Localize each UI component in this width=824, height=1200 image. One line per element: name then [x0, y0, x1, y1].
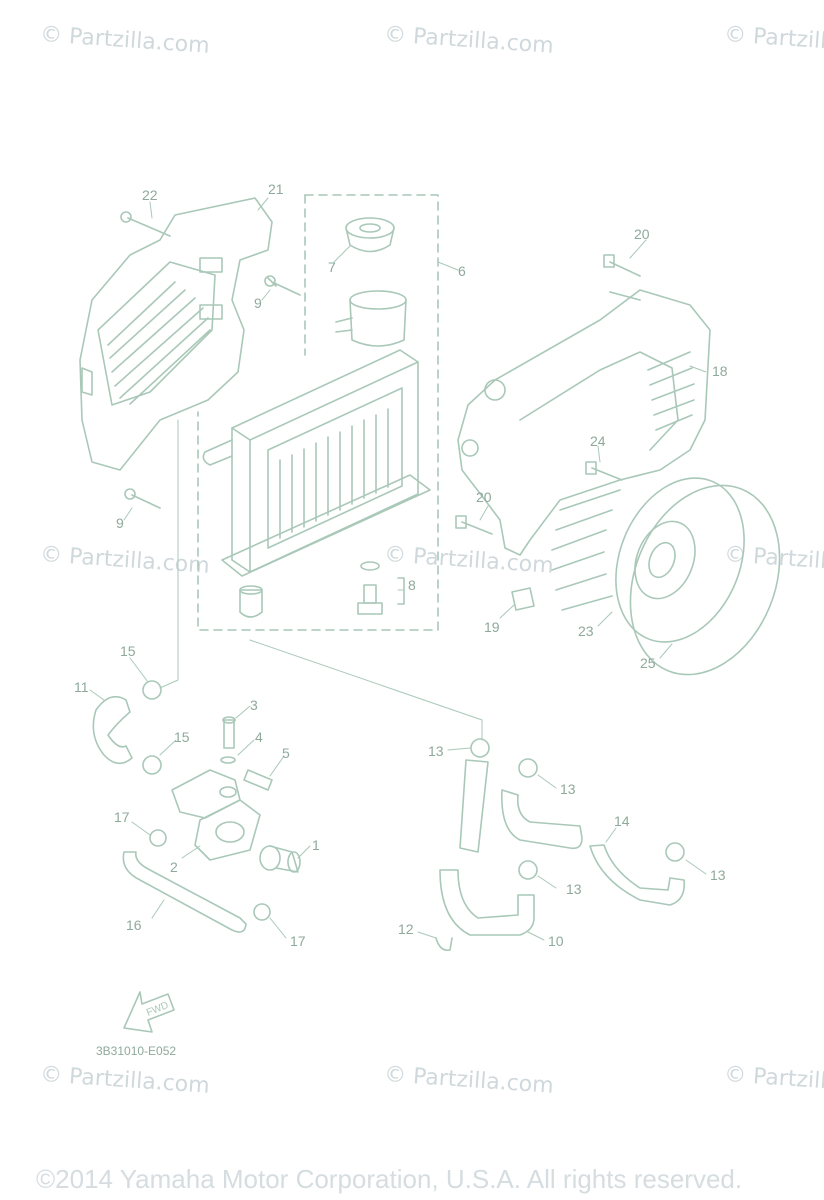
callout-5: 5 [282, 745, 290, 761]
bolt-part [120, 211, 171, 237]
o-ring-part [629, 484, 781, 676]
callout-13b: 13 [560, 781, 576, 797]
radiator-core-part [202, 349, 431, 618]
callout-labels: 1 2 3 4 5 6 7 8 9 9 10 11 12 13 13 13 13… [74, 181, 728, 949]
callout-8: 8 [408, 577, 416, 593]
cooling-fan-part [551, 477, 745, 643]
bolt-part [455, 254, 641, 535]
copyright-notice: ©2014 Yamaha Motor Corporation, U.S.A. A… [36, 1164, 743, 1194]
callout-23: 23 [578, 623, 594, 639]
callout-20b: 20 [476, 489, 492, 505]
callout-2: 2 [170, 859, 178, 875]
callout-24: 24 [590, 433, 606, 449]
callout-17b: 17 [290, 933, 306, 949]
clip-part [435, 937, 453, 952]
hose-part [122, 829, 271, 933]
callout-15b: 15 [174, 729, 190, 745]
callout-15: 15 [120, 643, 136, 659]
callout-19: 19 [484, 619, 500, 635]
callout-25: 25 [640, 655, 656, 671]
radiator-cap-part [345, 217, 395, 253]
clip-part [511, 587, 535, 611]
callout-11: 11 [74, 679, 89, 695]
callout-1: 1 [312, 837, 320, 853]
callout-22: 22 [142, 187, 158, 203]
callout-7: 7 [328, 259, 336, 275]
diagram-code: 3B31010-E052 [96, 1044, 176, 1058]
thermostat-housing-part [171, 769, 261, 861]
fwd-arrow: FWD [123, 991, 175, 1033]
callout-18: 18 [712, 363, 728, 379]
callout-3: 3 [250, 697, 258, 713]
drain-bolt-part [357, 561, 405, 615]
callout-9b: 9 [116, 515, 124, 531]
hose-part [92, 680, 162, 775]
callout-13c: 13 [566, 881, 582, 897]
callout-13: 13 [428, 743, 444, 759]
callout-6: 6 [458, 263, 466, 279]
callout-4: 4 [255, 729, 263, 745]
leader-lines [89, 197, 707, 941]
filler-neck-part [335, 290, 407, 347]
radiator-assembly-box [197, 194, 439, 631]
callout-21: 21 [268, 181, 284, 197]
callout-12: 12 [398, 921, 414, 937]
callout-17: 17 [114, 809, 130, 825]
hose-part [501, 789, 686, 906]
callout-9: 9 [254, 295, 262, 311]
thermostat-part [259, 845, 301, 873]
callout-10: 10 [548, 933, 564, 949]
callout-20: 20 [634, 226, 650, 242]
radiator-cover-part [79, 197, 273, 471]
callout-16: 16 [126, 917, 142, 933]
callout-13d: 13 [710, 867, 726, 883]
fan-shroud-part [457, 289, 711, 556]
callout-14: 14 [614, 813, 630, 829]
hose-part [439, 738, 538, 936]
bolt-part [220, 716, 273, 791]
bolt-part [124, 275, 301, 509]
